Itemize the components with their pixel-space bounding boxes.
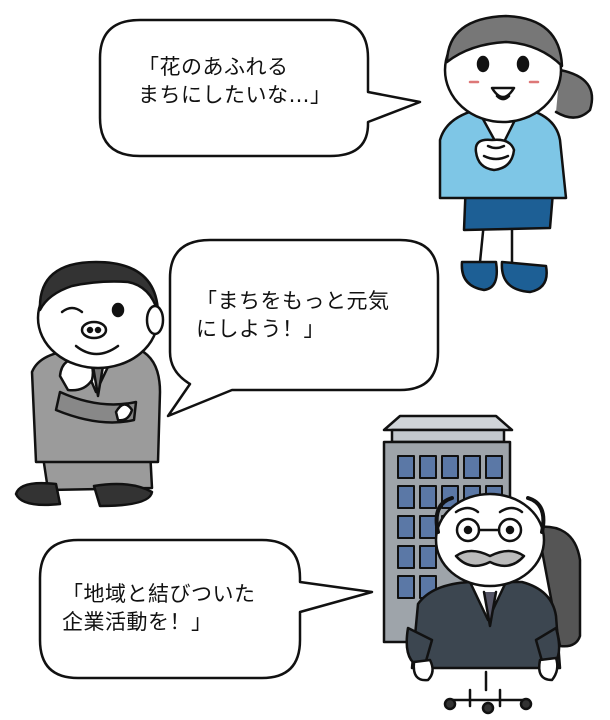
woman-speech-line-1: 「花のあふれる [138,55,289,79]
elder-character [405,492,582,715]
elder-speech-line-1: 「地域と結びついた [62,582,256,606]
elder-suit [410,580,562,670]
woman-speech-line-2: まちにしたいな…」 [138,83,332,107]
elder-head [434,492,546,588]
man-character [14,260,165,508]
speech-bubble-man [166,238,440,418]
woman-character [438,14,594,294]
speech-bubble-elder [38,538,374,680]
woman-speech-text: 「花のあふれる まちにしたいな…」 [138,53,332,109]
man-shoes [14,481,154,508]
elder-speech-text: 「地域と結びついた 企業活動を！」 [62,580,256,636]
man-speech-line-2: にしよう！」 [196,317,325,341]
man-speech-text: 「まちをもっと元気 にしよう！」 [196,287,390,343]
man-speech-line-1: 「まちをもっと元気 [196,289,390,313]
elder-speech-line-2: 企業活動を！」 [62,610,213,634]
speech-bubble-woman [98,18,422,158]
woman-shoes [460,260,548,294]
office-chair [528,525,582,648]
